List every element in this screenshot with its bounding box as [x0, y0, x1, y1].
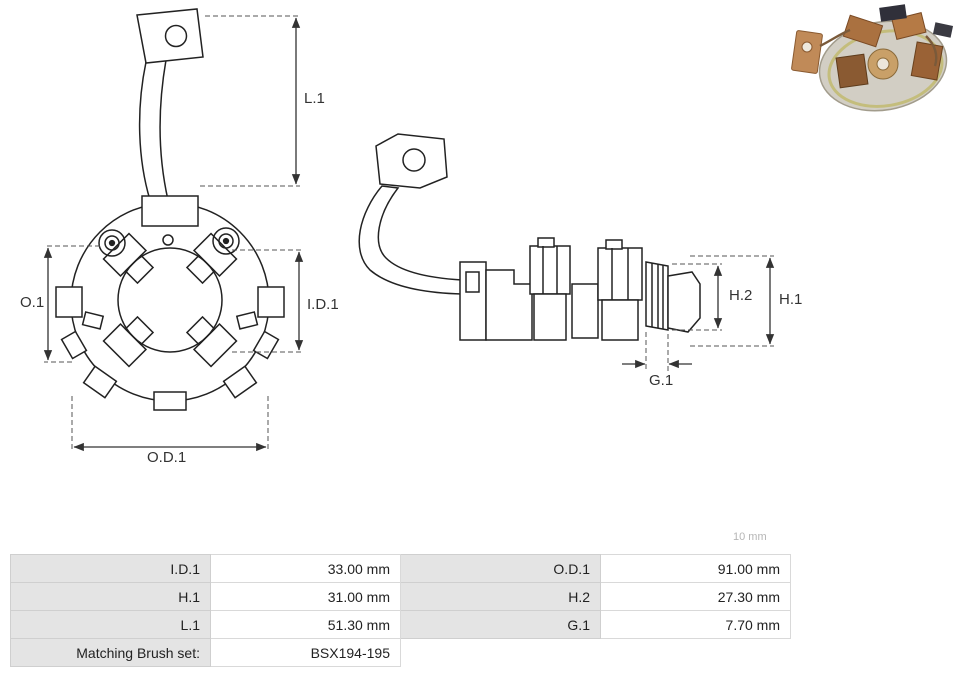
dim-label-id1: I.D.1	[307, 296, 339, 313]
front-view	[55, 8, 285, 411]
product-photo	[791, 4, 954, 112]
spec-value-id1: 33.00 mm	[210, 554, 401, 583]
spec-value-g1: 7.70 mm	[600, 610, 791, 639]
spec-label-od1: O.D.1	[400, 554, 601, 583]
table-row: I.D.1 33.00 mm O.D.1 91.00 mm	[10, 554, 791, 583]
spec-table: I.D.1 33.00 mm O.D.1 91.00 mm H.1 31.00 …	[10, 554, 791, 667]
spec-value-brush-set: BSX194-195	[210, 638, 401, 667]
spec-value-l1: 51.30 mm	[210, 610, 401, 639]
table-row: H.1 31.00 mm H.2 27.30 mm	[10, 582, 791, 611]
side-view	[358, 133, 701, 341]
spec-label-id1: I.D.1	[10, 554, 211, 583]
spec-label-brush-set: Matching Brush set:	[10, 638, 211, 667]
side-brush	[645, 261, 669, 331]
spec-value-h2: 27.30 mm	[600, 582, 791, 611]
dim-label-l1: L.1	[304, 90, 325, 107]
spec-label-h2: H.2	[400, 582, 601, 611]
brush-assemblies	[81, 232, 259, 368]
dim-label-g1: G.1	[649, 372, 674, 389]
spec-value-od1: 91.00 mm	[600, 554, 791, 583]
terminal-hole	[402, 148, 426, 172]
dim-label-h1: H.1	[779, 291, 803, 308]
dim-label-h2: H.2	[729, 287, 753, 304]
dim-label-od1: O.D.1	[147, 449, 187, 466]
table-row: Matching Brush set: BSX194-195	[10, 638, 791, 667]
spec-value-h1: 31.00 mm	[210, 582, 401, 611]
inner-bore	[117, 247, 223, 353]
table-row: L.1 51.30 mm G.1 7.70 mm	[10, 610, 791, 639]
dim-label-o1: O.1	[20, 294, 45, 311]
spec-label-g1: G.1	[400, 610, 601, 639]
watermark-text: 10 mm	[733, 531, 767, 543]
dimension-lines	[43, 15, 775, 452]
spec-empty-cell	[401, 639, 601, 667]
technical-drawing	[43, 4, 954, 452]
spec-label-h1: H.1	[10, 582, 211, 611]
terminal-hole	[164, 24, 188, 48]
spec-label-l1: L.1	[10, 610, 211, 639]
spec-empty-cell	[601, 639, 791, 667]
